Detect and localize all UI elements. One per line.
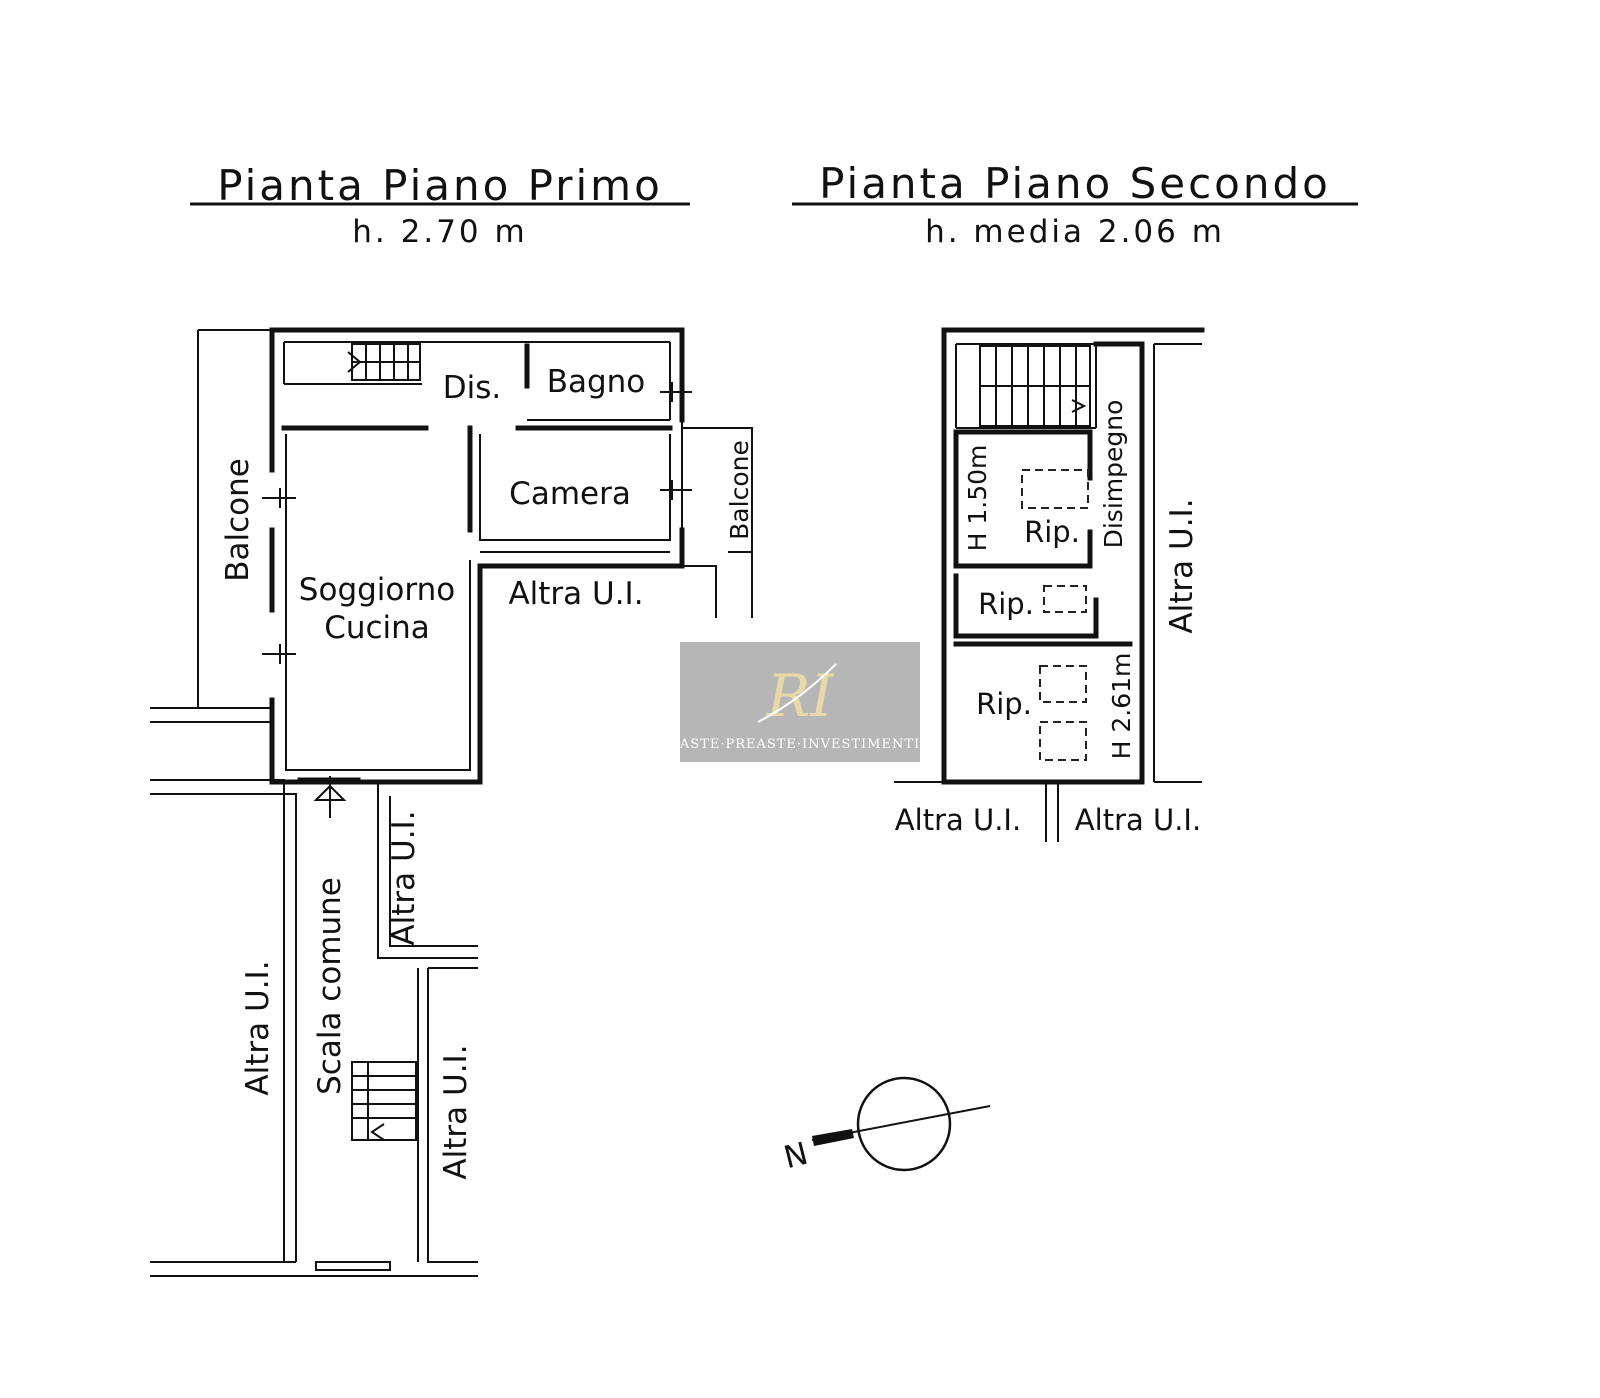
compass-circle — [856, 1076, 952, 1172]
second-floor-inner-wall — [955, 343, 1097, 428]
skylight-rip3b — [1039, 721, 1087, 761]
room-label-altra-ui-mid: Altra U.I. — [386, 810, 422, 945]
room-label-bagno: Bagno — [547, 364, 646, 400]
common-stair — [351, 1061, 417, 1141]
room-label-altra-ui-right: Altra U.I. — [438, 1044, 474, 1179]
watermark-logo: RI ASTE·PREASTE·INVESTIMENTI — [679, 642, 920, 762]
common-area-walls — [150, 779, 478, 1277]
second-floor-outer-wall — [941, 327, 1205, 785]
first-floor-height: h. 2.70 m — [352, 214, 527, 250]
compass-north-label: N — [780, 1136, 811, 1177]
first-floor-inner-wall-top — [283, 341, 670, 385]
room-label-rip2: Rip. — [978, 587, 1034, 621]
right-neighbour-walls — [1153, 343, 1202, 783]
second-floor-stair — [979, 345, 1091, 427]
height-label-2: H 2.61m — [1107, 653, 1136, 760]
skylight-rip1 — [1021, 469, 1089, 509]
first-floor-stair — [347, 343, 421, 381]
first-floor-plan: Dis. Bagno Camera Soggiorno Cucina Altra… — [150, 327, 754, 1277]
rip1-walls — [953, 429, 1093, 569]
skylight-rip2 — [1043, 585, 1087, 613]
second-floor-height: h. media 2.06 m — [925, 214, 1225, 250]
right-balcony-outline — [682, 427, 753, 618]
room-label-rip1: Rip. — [1024, 515, 1080, 549]
room-label-scala-comune: Scala comune — [312, 877, 348, 1095]
skylight-rip3a — [1039, 665, 1087, 703]
room-label-dis: Dis. — [443, 370, 502, 406]
second-floor-plan: Rip. Rip. Rip. Disimpegno H 1.50m H 2.61… — [894, 327, 1205, 842]
second-floor-title: Pianta Piano Secondo — [819, 159, 1331, 208]
room-label-altra-ui-bottom-right-2f: Altra U.I. — [1075, 803, 1201, 837]
soggiorno-inner-wall — [285, 434, 471, 771]
room-label-balcone-right: Balcone — [725, 440, 754, 540]
compass-arrow-head — [812, 1129, 854, 1146]
second-floor-title-block: Pianta Piano Secondo h. media 2.06 m — [792, 159, 1358, 250]
height-label-1: H 1.50m — [963, 445, 992, 552]
watermark-brand: ASTE·PREASTE·INVESTIMENTI — [679, 737, 920, 752]
first-floor-title-block: Pianta Piano Primo h. 2.70 m — [190, 161, 690, 250]
room-label-altra-ui-right-2f: Altra U.I. — [1164, 498, 1200, 633]
room-label-camera: Camera — [509, 476, 631, 512]
entrance-arrow — [313, 776, 347, 818]
camera-inner — [479, 434, 671, 541]
room-label-rip3: Rip. — [976, 687, 1032, 721]
room-label-soggiorno: Soggiorno — [299, 572, 455, 608]
room-label-disimpegno: Disimpegno — [1099, 400, 1128, 549]
first-floor-outer-wall — [269, 327, 685, 785]
left-balcony-outline — [150, 329, 272, 723]
room-label-balcone-left: Balcone — [220, 458, 256, 582]
rip2-walls — [953, 573, 1099, 639]
right-wall — [669, 342, 683, 530]
window-marks — [262, 382, 692, 664]
room-label-altra-ui-left: Altra U.I. — [240, 960, 276, 1095]
north-compass: N — [780, 1076, 991, 1177]
room-label-cucina: Cucina — [324, 610, 430, 646]
room-label-altra-ui-top: Altra U.I. — [508, 576, 643, 612]
room-label-altra-ui-bottom-left-2f: Altra U.I. — [895, 803, 1021, 837]
first-floor-title: Pianta Piano Primo — [217, 161, 663, 210]
watermark-swoosh — [757, 663, 837, 723]
watermark-background — [680, 642, 920, 762]
